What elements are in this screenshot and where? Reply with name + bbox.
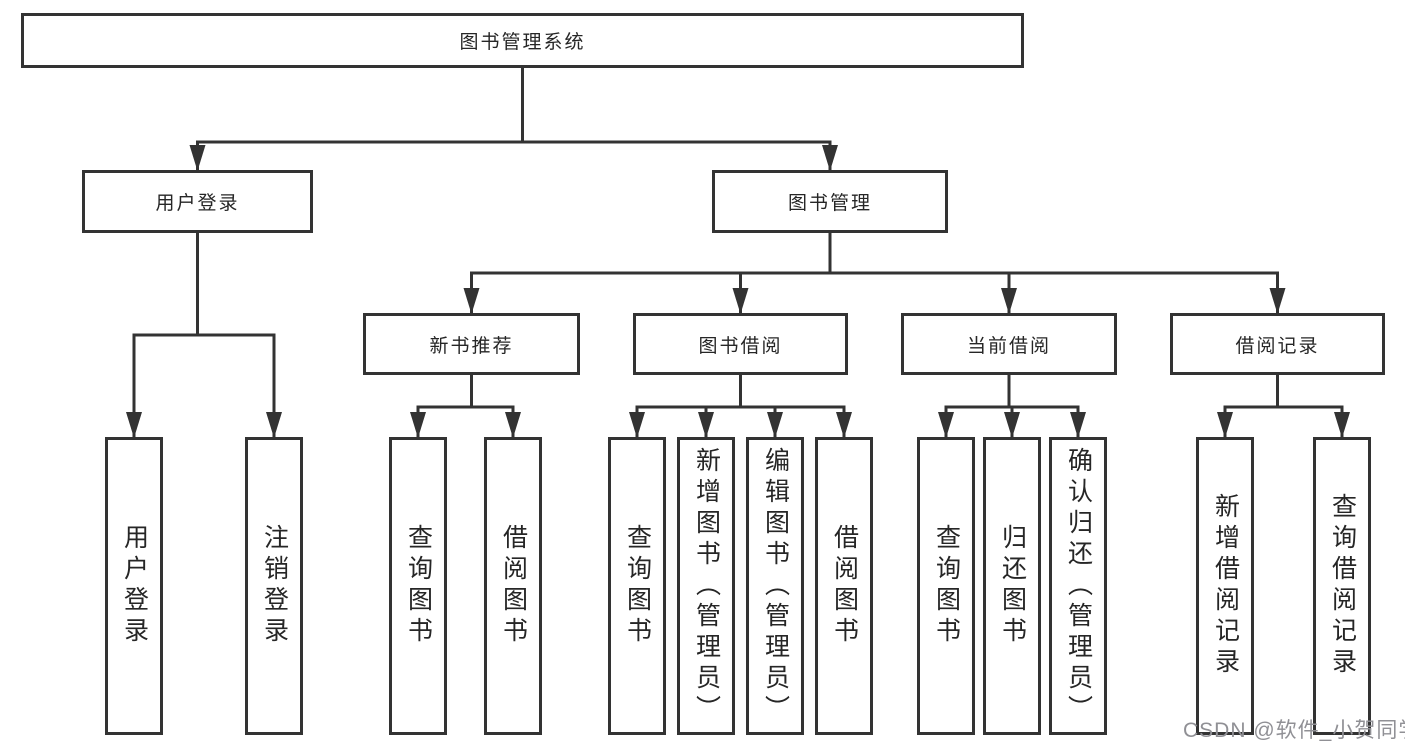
leaf-query-books-recommend: 查询图书	[389, 437, 447, 735]
node-book-borrowing: 图书借阅	[633, 313, 848, 375]
leaf-confirm-return-admin: 确认归还（管理员）	[1049, 437, 1107, 735]
node-borrowing-records: 借阅记录	[1170, 313, 1385, 375]
leaf-query-borrow-record: 查询借阅记录	[1313, 437, 1371, 735]
node-new-book-recommendation: 新书推荐	[363, 313, 580, 375]
leaf-borrow-books-recommend: 借阅图书	[484, 437, 542, 735]
leaf-borrow-books-borrowing: 借阅图书	[815, 437, 873, 735]
leaf-add-book-admin: 新增图书（管理员）	[677, 437, 735, 735]
node-book-management: 图书管理	[712, 170, 948, 233]
watermark-text: CSDN @软件_小贺同学	[1183, 719, 1405, 742]
leaf-logout: 注销登录	[245, 437, 303, 735]
node-user-login: 用户登录	[82, 170, 313, 233]
node-current-borrowing: 当前借阅	[901, 313, 1117, 375]
node-library-management-system: 图书管理系统	[21, 13, 1024, 68]
leaf-user-login: 用户登录	[105, 437, 163, 735]
leaf-return-books: 归还图书	[983, 437, 1041, 735]
leaf-query-books-current: 查询图书	[917, 437, 975, 735]
leaf-edit-book-admin: 编辑图书（管理员）	[746, 437, 804, 735]
leaf-add-borrow-record: 新增借阅记录	[1196, 437, 1254, 735]
leaf-query-books-borrowing: 查询图书	[608, 437, 666, 735]
